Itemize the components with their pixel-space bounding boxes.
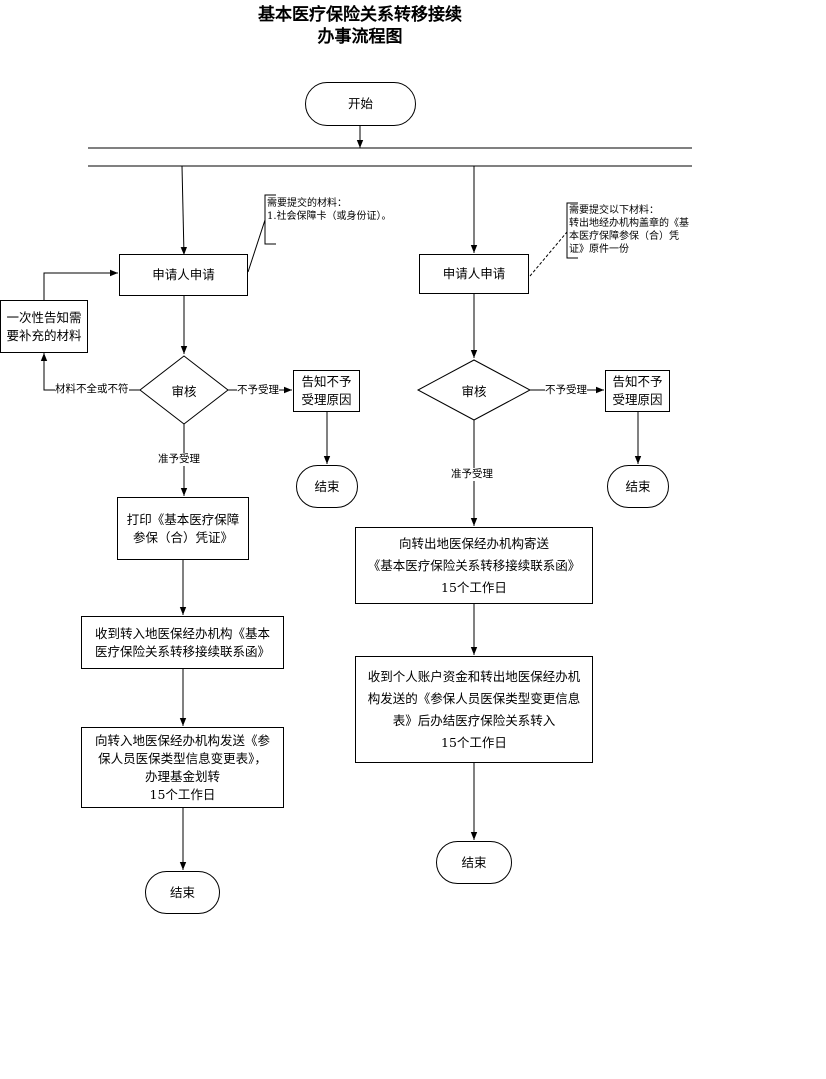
left-supplement-box: 一次性告知需 要补充的材料 <box>0 300 88 353</box>
left-step3-send-form: 向转入地医保经办机构发送《参 保人员医保类型信息变更表》， 办理基金划转 15个… <box>81 727 284 808</box>
right-accept-label: 准予受理 <box>451 468 493 481</box>
left-materials-note: 需要提交的材料： 1.社会保障卡（或身份证）。 <box>267 198 392 222</box>
left-reject-box: 告知不予 受理原因 <box>293 370 360 412</box>
right-end-terminal: 结束 <box>436 841 512 884</box>
right-note-connector <box>529 231 568 277</box>
arrow-left-apply <box>180 165 188 256</box>
left-note-bracket <box>264 194 276 245</box>
left-step2-receive-letter: 收到转入地医保经办机构《基本 医疗保险关系转移接续联系函》 <box>81 616 284 669</box>
right-apply-box: 申请人申请 <box>419 254 529 294</box>
left-apply-box: 申请人申请 <box>119 254 248 296</box>
left-accept-label: 准予受理 <box>158 453 200 466</box>
page-title: 基本医疗保险关系转移接续 <box>258 5 462 25</box>
left-step1-print-certificate: 打印《基本医疗保障 参保（合）凭证》 <box>117 497 249 560</box>
right-reject-box: 告知不予 受理原因 <box>605 370 670 412</box>
page-subtitle: 办事流程图 <box>317 27 403 47</box>
left-reject-end: 结束 <box>296 465 358 508</box>
right-review-label: 审核 <box>461 384 487 399</box>
right-step2-complete-transfer: 收到个人账户资金和转出地医保经办机 构发送的《参保人员医保类型变更信息 表》后办… <box>355 656 593 763</box>
start-terminal: 开始 <box>305 82 416 126</box>
arrow-left-supplement-apply <box>43 269 118 300</box>
left-end-terminal: 结束 <box>145 871 220 914</box>
left-reject-label: 不予受理 <box>237 384 279 397</box>
left-review-label: 审核 <box>171 384 197 399</box>
right-note-bracket <box>566 202 578 259</box>
right-reject-end: 结束 <box>607 465 669 508</box>
left-note-connector <box>247 219 266 273</box>
left-incomplete-label: 材料不全或不符 <box>55 383 129 396</box>
right-materials-note: 需要提交以下材料： 转出地经办机构盖章的《基 本医疗保障参保（合）凭 证》原件一… <box>569 205 689 255</box>
right-reject-label: 不予受理 <box>545 384 587 397</box>
right-step1-send-letter: 向转出地医保经办机构寄送 《基本医疗保险关系转移接续联系函》 15个工作日 <box>355 527 593 604</box>
